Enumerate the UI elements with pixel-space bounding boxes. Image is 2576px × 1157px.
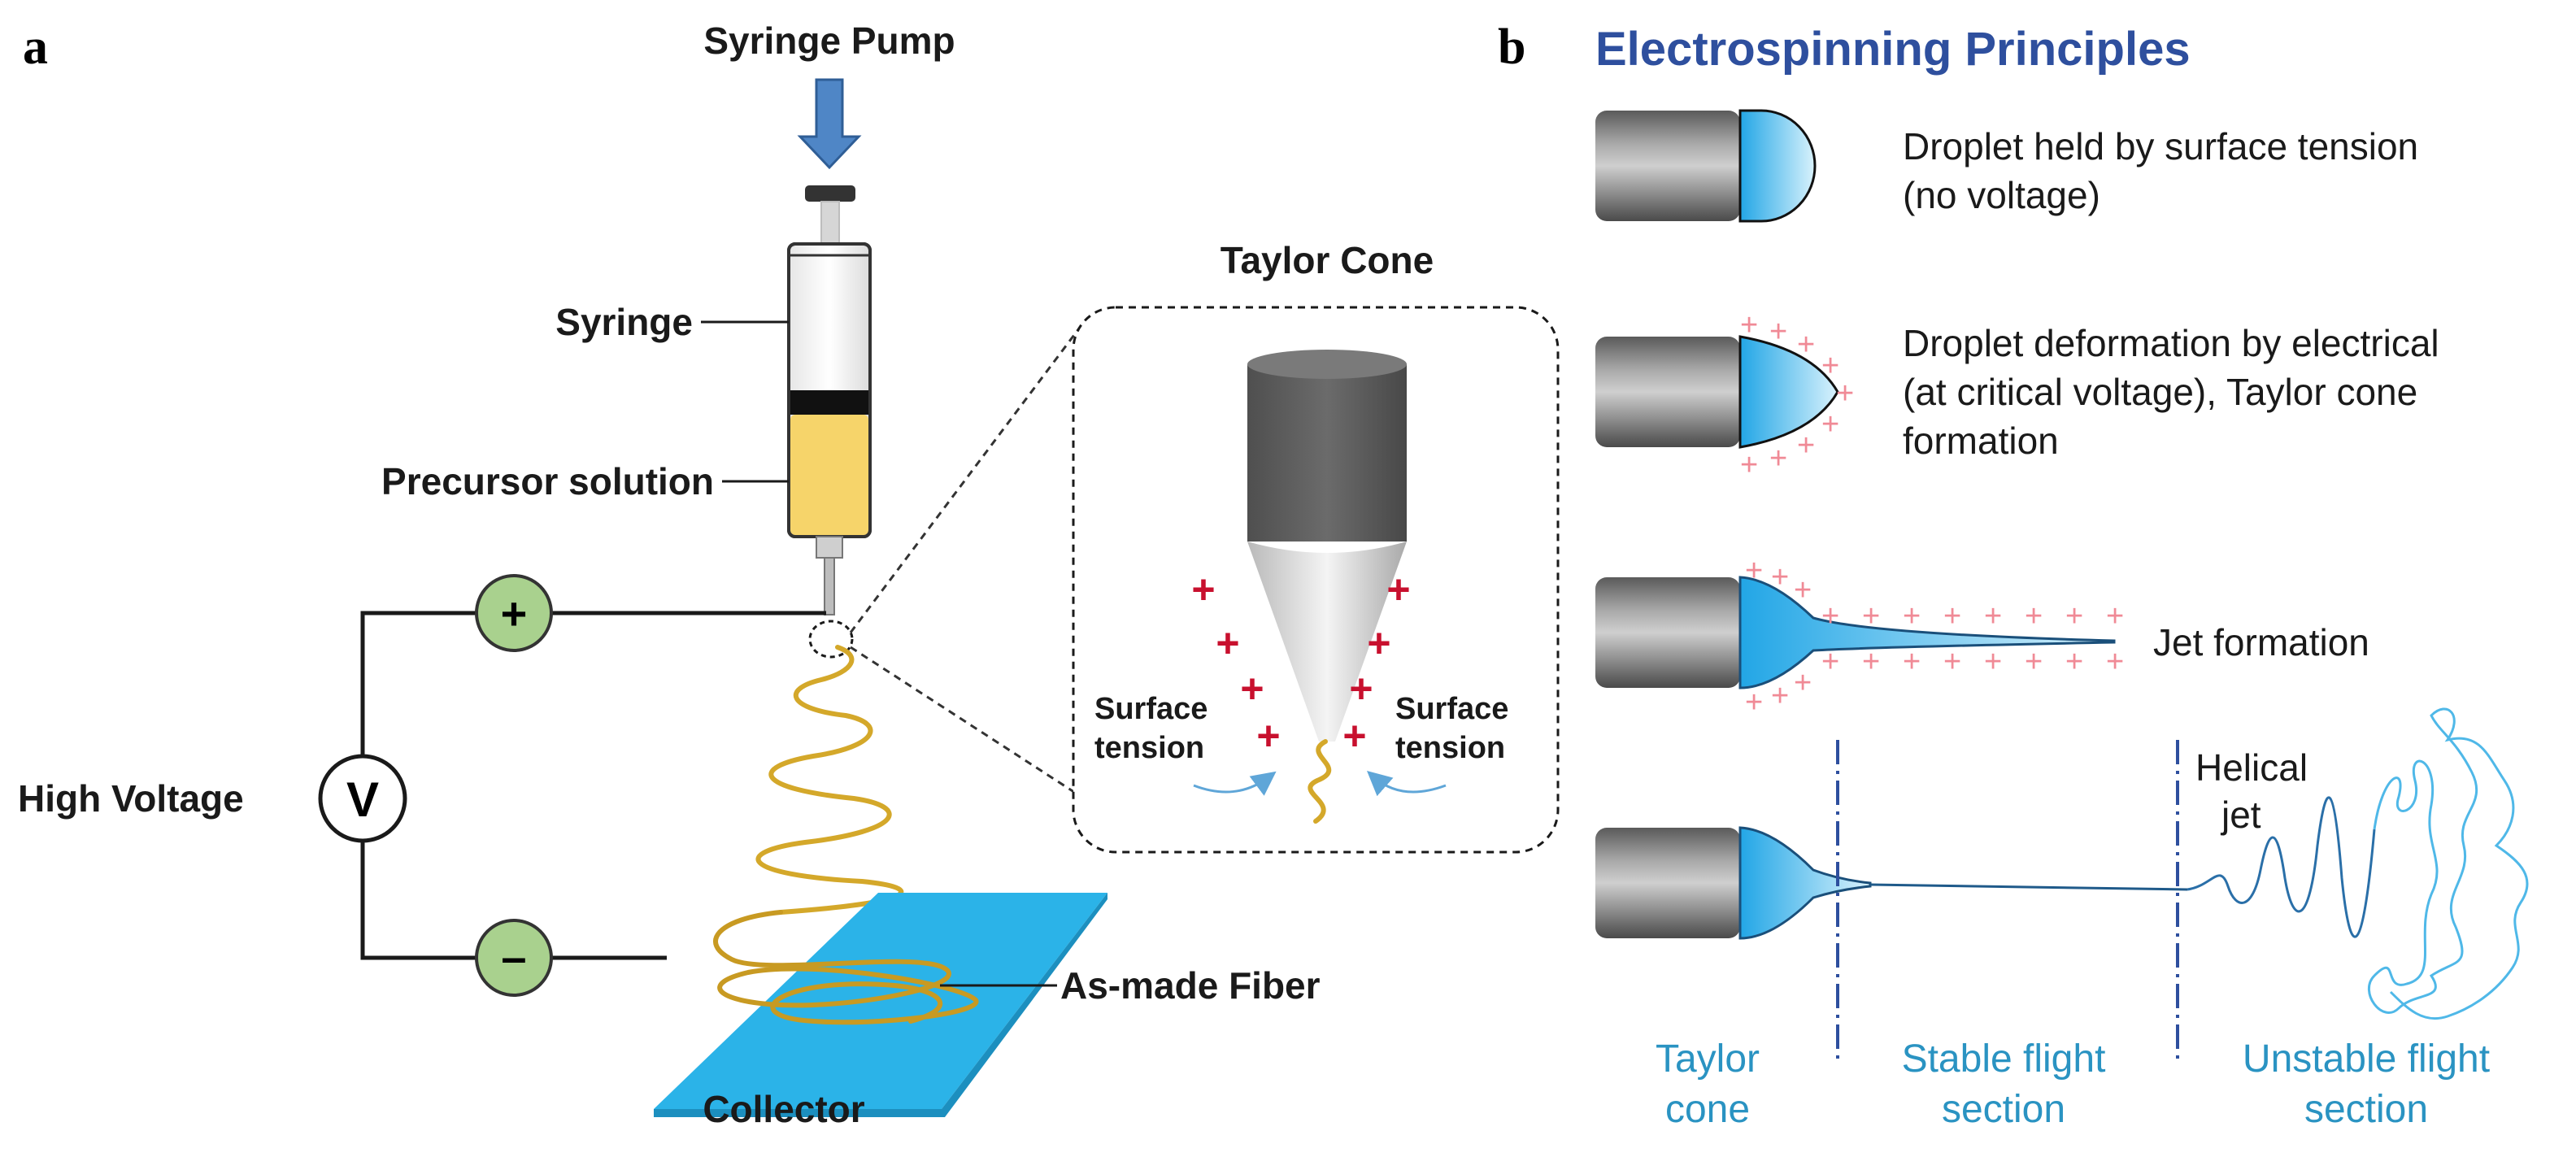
needle-tip-highlight [808, 620, 854, 659]
surface-tension-left-line1: Surface [1094, 692, 1208, 726]
svg-text:+: + [1745, 554, 1763, 588]
deposited-fiber [713, 910, 979, 1025]
svg-text:+: + [1797, 328, 1815, 362]
surface-tension-arrow-right [1366, 771, 1447, 797]
circuit-wire-positive [360, 611, 476, 756]
svg-text:+: + [1821, 407, 1839, 441]
collector-plate [654, 893, 1107, 1109]
svg-text:+: + [2025, 645, 2043, 679]
svg-text:+: + [1191, 567, 1215, 612]
svg-text:+: + [2106, 645, 2124, 679]
svg-text:+: + [1903, 645, 1921, 679]
svg-text:+: + [1836, 376, 1854, 411]
inset-taylor-cone [1247, 542, 1407, 742]
negative-terminal [475, 919, 553, 997]
negative-symbol: – [501, 931, 526, 982]
surface-tension-right-line2: tension [1395, 731, 1505, 765]
svg-text:+: + [1862, 599, 1880, 633]
stage3-label: Jet formation [2153, 621, 2369, 663]
panel-b-title: Electrospinning Principles [1595, 23, 2191, 76]
plunger-cap [805, 185, 855, 202]
syringe-needle [824, 557, 835, 615]
stage-helical [1595, 707, 2529, 1020]
voltmeter-symbol: V [346, 772, 379, 827]
inset-needle-body [1247, 364, 1407, 542]
section-unstable-line2: section [2304, 1088, 2428, 1131]
high-voltage-label: High Voltage [18, 777, 244, 820]
svg-text:+: + [1740, 308, 1758, 342]
surface-tension-right-line1: Surface [1395, 692, 1508, 726]
stage-jet: +++ ++++ ++++ +++ ++++ ++++ [1595, 554, 2124, 720]
panel-letter-a: a [23, 20, 48, 75]
svg-text:+: + [1349, 666, 1373, 711]
circuit-wire-negative [360, 841, 476, 960]
stage2-line3: formation [1903, 420, 2059, 462]
section-stable-line2: section [1942, 1088, 2065, 1131]
svg-text:+: + [1745, 685, 1763, 720]
svg-text:+: + [1943, 599, 1961, 633]
positive-symbol: + [501, 588, 528, 639]
taylor-cone-title: Taylor Cone [1221, 239, 1434, 281]
svg-text:+: + [1367, 620, 1390, 666]
unstable-jet-path [2368, 707, 2529, 1020]
svg-text:+: + [1984, 645, 2002, 679]
svg-text:+: + [2065, 645, 2083, 679]
svg-text:+: + [1342, 713, 1366, 759]
svg-text:+: + [1903, 599, 1921, 633]
inset-charges: + + + + + + + + [1191, 567, 1410, 759]
svg-text:+: + [1769, 315, 1787, 349]
panel-b: b Electrospinning Principles Droplet hel… [1498, 20, 2529, 1131]
precursor-solution [790, 415, 868, 535]
precursor-solution-label: Precursor solution [381, 460, 714, 502]
stage1-line1: Droplet held by surface tension [1903, 125, 2418, 167]
helical-jet-line1: Helical [2195, 746, 2308, 789]
section-taylor-line1: Taylor [1656, 1037, 1760, 1081]
svg-text:+: + [1862, 645, 1880, 679]
syringe-label: Syringe [555, 301, 693, 343]
stage2-line2: (at critical voltage), Taylor cone [1903, 371, 2417, 413]
svg-text:+: + [1794, 573, 1812, 607]
stage2-line1: Droplet deformation by electrical [1903, 322, 2439, 364]
section-taylor-line2: cone [1665, 1088, 1750, 1131]
svg-text:+: + [1943, 645, 1961, 679]
stage-droplet [1595, 109, 1817, 223]
syringe-hub [816, 536, 843, 559]
positive-terminal [475, 574, 553, 652]
svg-text:+: + [1821, 349, 1839, 383]
collector-label: Collector [703, 1088, 864, 1130]
surface-tension-arrow-left [1193, 771, 1277, 796]
surface-tension-left-line2: tension [1094, 731, 1204, 765]
svg-text:+: + [1769, 441, 1787, 476]
as-made-fiber-label: As-made Fiber [1060, 964, 1321, 1007]
svg-text:+: + [1821, 645, 1839, 679]
svg-text:+: + [1216, 620, 1239, 666]
syringe-pump-label: Syringe Pump [703, 20, 955, 62]
section-unstable-line1: Unstable flight [2243, 1037, 2490, 1081]
helical-jet-line2: jet [2220, 794, 2261, 836]
svg-text:+: + [1240, 666, 1264, 711]
svg-text:+: + [1740, 448, 1758, 482]
fiber-spiral [755, 645, 904, 915]
helical-jet-path [2187, 796, 2376, 938]
svg-text:+: + [2106, 599, 2124, 633]
syringe-pump-arrow [797, 78, 862, 170]
svg-text:+: + [1821, 599, 1839, 633]
svg-text:+: + [1771, 560, 1789, 594]
voltmeter [318, 754, 407, 843]
svg-text:+: + [2065, 599, 2083, 633]
svg-text:+: + [1797, 428, 1815, 463]
section-stable-line1: Stable flight [1902, 1037, 2106, 1081]
panel-a: a Syringe Pump Syringe Precursor solutio… [18, 20, 1560, 1130]
svg-text:+: + [1984, 599, 2002, 633]
plunger-seal [790, 390, 868, 415]
svg-text:+: + [1386, 567, 1410, 612]
svg-text:+: + [1771, 679, 1789, 713]
svg-text:+: + [1794, 666, 1812, 700]
svg-text:+: + [1256, 713, 1280, 759]
stage1-line2: (no voltage) [1903, 174, 2100, 216]
panel-letter-b: b [1498, 20, 1525, 75]
svg-text:+: + [2025, 599, 2043, 633]
stage-deformation: ++++ +++++ [1595, 308, 1854, 482]
